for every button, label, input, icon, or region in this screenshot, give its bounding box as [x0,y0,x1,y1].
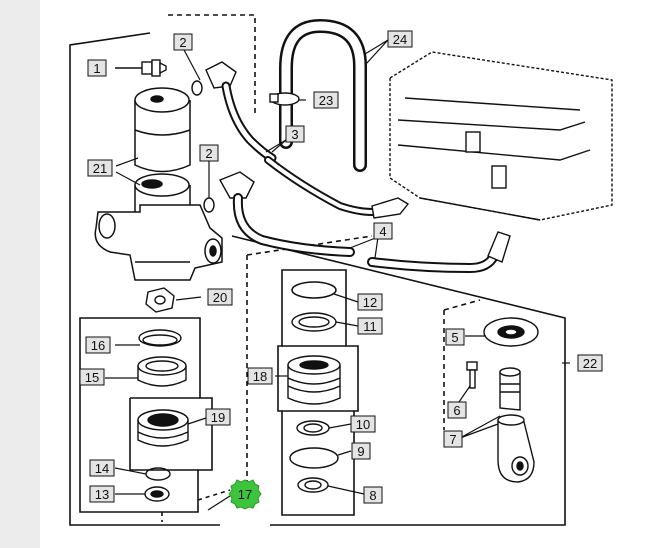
callout-22: 22 [577,354,603,372]
part-13-washer [144,486,170,502]
part-11-ring [291,312,337,332]
hose-3-upper [221,81,277,163]
part-23-clamp [269,92,300,106]
callout-10: 10 [350,415,376,433]
upper-elbow-fitting [205,61,237,89]
callout-19-label: 19 [211,410,225,425]
callout-18-label: 18 [253,369,267,384]
callout-14: 14 [89,459,115,477]
callout-1-label: 1 [93,61,100,76]
callout-21: 21 [87,159,113,177]
piston-group-inner [282,345,354,412]
boundary-frames [69,14,566,526]
callout-24-label: 24 [393,32,407,47]
callout-11-label: 11 [363,319,377,334]
dashed-hose-outline [168,14,256,115]
callout-18: 18 [247,367,273,385]
dashed-part7-outline [443,299,481,430]
callout-12: 12 [357,293,383,311]
outer-frame-right [231,235,566,526]
part-5-flange [483,317,539,347]
callout-21-label: 21 [93,161,107,176]
callout-9-label: 9 [357,444,364,459]
lower-elbow-fitting [219,171,255,199]
seal-group-box [79,317,213,513]
callout-16: 16 [85,336,111,354]
callout-24: 24 [387,30,413,48]
part-6-screw [466,361,478,389]
part-21-cylinder [94,87,223,281]
callout-20-label: 20 [213,290,227,305]
callout-7: 7 [443,430,463,448]
hose-4-end-fitting [487,231,511,263]
part-7-elbow [497,367,535,483]
left-margin-strip [0,0,40,548]
part-16-ring [138,329,182,347]
callout-22-label: 22 [583,356,597,371]
callout-2b: 2 [199,144,219,162]
callout-4: 4 [373,222,393,240]
part-20-nut [145,287,175,313]
part-18-piston [287,355,341,405]
callout-16-label: 16 [91,338,105,353]
callout-3: 3 [285,125,305,143]
callout-9: 9 [351,442,371,460]
callout-15: 15 [79,368,105,386]
callout-1: 1 [87,59,107,77]
hose-3-end-fitting [371,197,410,219]
callout-13: 13 [89,485,115,503]
piston-group-box [277,269,359,516]
callout-23-label: 23 [319,93,333,108]
callout-5: 5 [445,328,465,346]
seal-group-inner [129,397,200,471]
callout-10-label: 10 [356,417,370,432]
part-9-oring [289,447,339,469]
callout-20: 20 [207,288,233,306]
callout-4-label: 4 [379,224,386,239]
callout-6: 6 [447,401,467,419]
callout-15-label: 15 [85,370,99,385]
callout-17-label: 17 [238,487,252,502]
dashed-lower-connector [161,489,231,522]
callout-14-label: 14 [95,461,109,476]
part-19-bushing [137,409,189,447]
engine-block [389,51,613,221]
part-8-washer [297,477,329,493]
leader-lines [105,39,570,511]
callout-19: 19 [205,408,231,426]
callout-8-label: 8 [369,488,376,503]
callout-23: 23 [313,91,339,109]
callout-5-label: 5 [451,330,458,345]
callout-8: 8 [363,486,383,504]
callout-6-label: 6 [453,403,460,418]
hoses [205,18,511,274]
callout-3-label: 3 [291,127,298,142]
gear-badge-icon [228,479,262,510]
callout-2a-label: 2 [179,35,186,50]
part-12-oring [291,281,337,299]
callout-13-label: 13 [95,487,109,502]
part-15-seal [137,356,187,387]
callout-2b-label: 2 [205,146,212,161]
part-1-fitting [115,59,167,77]
part-10-washer [296,420,330,436]
callout-17: 17 [228,479,262,510]
outer-frame-left [69,32,220,526]
callout-11: 11 [357,317,383,335]
callout-7-label: 7 [449,432,456,447]
callout-12-label: 12 [363,295,377,310]
callout-2a: 2 [173,33,193,51]
